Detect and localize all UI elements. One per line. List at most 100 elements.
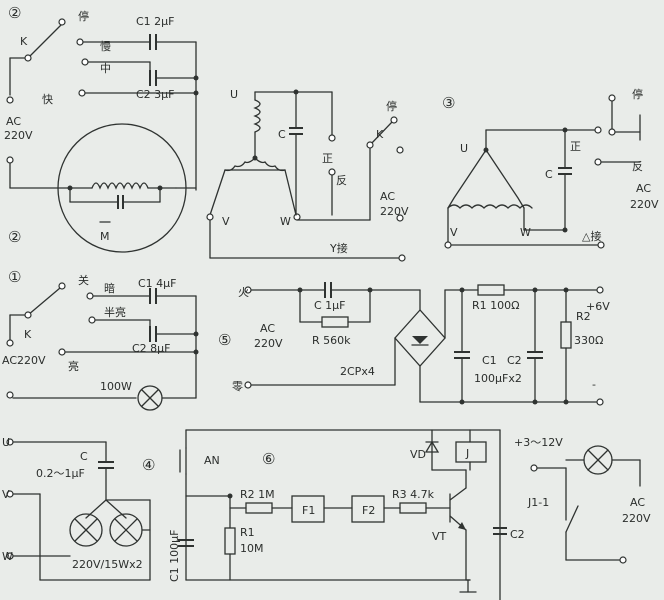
ac-label: AC	[6, 115, 21, 128]
c1-label: C1 2μF	[136, 15, 175, 28]
resistor-r1	[224, 527, 236, 555]
voltage-label: 220V	[622, 512, 651, 525]
dim-label: 暗	[104, 281, 115, 295]
off-label: 关	[78, 273, 89, 287]
voltage-label: 220V	[254, 337, 283, 350]
w-label: W	[2, 550, 13, 563]
circuit-2-marker: ②	[8, 228, 21, 246]
circuit-4-number: ④	[142, 456, 155, 474]
resistor-r2	[560, 321, 572, 349]
r1-label: R1	[240, 526, 255, 539]
switch-k-label: K	[20, 35, 28, 48]
r3-label: R3 4.7k	[392, 488, 435, 501]
circuit-6-number: ⑥	[262, 450, 275, 468]
circuit-5-power-supply: ⑤	[218, 282, 610, 406]
r2-label: R2	[576, 310, 591, 323]
r-label: R 560k	[312, 334, 351, 347]
live-label: 火	[238, 286, 249, 299]
u-label: U	[2, 436, 10, 449]
resistor-r	[321, 316, 349, 328]
button-an-label: AN	[204, 454, 220, 467]
fast-label: 快	[42, 93, 53, 106]
circuit-1-lamp-dimmer: ① 关 暗 半亮 亮 K AC220V C1 4μ	[2, 268, 199, 411]
lamps-label: 220V/15Wx2	[72, 558, 143, 571]
c-label: C	[278, 128, 286, 141]
vd-label: VD	[410, 448, 426, 461]
stop-label: 停	[78, 9, 89, 23]
winding-v	[224, 157, 256, 172]
forward-label: 正	[322, 152, 333, 165]
winding-u	[253, 99, 261, 133]
delta-connection-label: △接	[582, 230, 601, 243]
c2-label: C2	[507, 354, 522, 367]
contact-label: J1-1	[527, 496, 549, 509]
slow-label: 慢	[100, 40, 111, 53]
half-bright-label: 半亮	[104, 305, 126, 319]
motor-label: M	[100, 230, 110, 243]
bright-label: 亮	[68, 359, 79, 373]
r1-value-label: 10M	[240, 542, 264, 555]
c-label: C	[545, 168, 553, 181]
c2-label: C2 8μF	[132, 342, 171, 355]
reverse-label: 反	[336, 174, 347, 187]
c1-label: C1 100μF	[168, 530, 181, 583]
negative-label: -	[592, 378, 596, 391]
voltage-label: 220V	[4, 129, 33, 142]
circuit-4-phase-indicator: ④ U V W C 0.2～1μF 220V/15Wx2	[2, 436, 155, 581]
voltage-label: 220V	[630, 198, 659, 211]
circuit-3-y-connection: U V W C 正 反 停 K AC 220V Y接	[206, 88, 409, 262]
indicator-lamp-1	[69, 513, 103, 547]
voltage-label: 220V	[380, 205, 409, 218]
r2-label: R2 1M	[240, 488, 275, 501]
c1-label: C1 4μF	[138, 277, 177, 290]
y-connection-label: Y接	[329, 242, 348, 255]
supply-label: AC220V	[2, 354, 46, 367]
forward-label: 正	[570, 140, 581, 153]
w-label: W	[520, 226, 531, 239]
circuit-2-fan-speed: ② 停 慢 中 快 K AC 220V C1 2μF C2 3μF M	[4, 4, 199, 253]
c2-label: C2 3μF	[136, 88, 175, 101]
winding-uw	[485, 149, 525, 209]
winding-vw	[447, 204, 533, 209]
gate-f2	[351, 495, 385, 523]
stop-label: 停	[386, 99, 397, 113]
w-label: W	[280, 215, 291, 228]
relay-contact-j1-1	[565, 505, 579, 533]
circuit-2-number: ②	[8, 4, 21, 22]
switch-k-blade	[369, 121, 393, 146]
u-label: U	[230, 88, 238, 101]
ac-label: AC	[630, 496, 645, 509]
relay-label: J	[465, 447, 469, 460]
v-label: V	[222, 215, 230, 228]
ac-label: AC	[380, 190, 395, 203]
neutral-label: 零	[232, 380, 243, 393]
positive-6v-label: +6V	[586, 300, 610, 313]
reverse-label: 反	[632, 160, 643, 173]
c1-label: C1	[482, 354, 497, 367]
ac-label: AC	[636, 182, 651, 195]
switch-k-blade	[27, 287, 61, 316]
c-label: C 1μF	[314, 299, 346, 312]
relay-j	[455, 441, 487, 463]
circuit-1-number: ①	[8, 268, 21, 286]
resistor-r2	[245, 502, 273, 514]
c-value-label: 100μFx2	[474, 372, 522, 385]
c2-label: C2	[510, 528, 525, 541]
circuit-3-delta-connection: ③ U V W C 停 正 反 AC 220V	[442, 87, 659, 249]
resistor-r1	[477, 284, 505, 296]
f1-label: F1	[302, 504, 315, 517]
v-label: V	[2, 488, 10, 501]
switch-k-blade	[27, 23, 63, 59]
switch-k-label: K	[24, 328, 32, 341]
mid-label: 中	[100, 62, 111, 75]
f2-label: F2	[362, 504, 375, 517]
c-value-label: 0.2～1μF	[36, 467, 85, 480]
circuit-3-number: ③	[442, 94, 455, 112]
motor-winding	[91, 182, 149, 190]
resistor-r3	[399, 502, 427, 514]
stop-label: 停	[632, 87, 643, 101]
r1-label: R1 100Ω	[472, 299, 520, 312]
v-label: V	[450, 226, 458, 239]
